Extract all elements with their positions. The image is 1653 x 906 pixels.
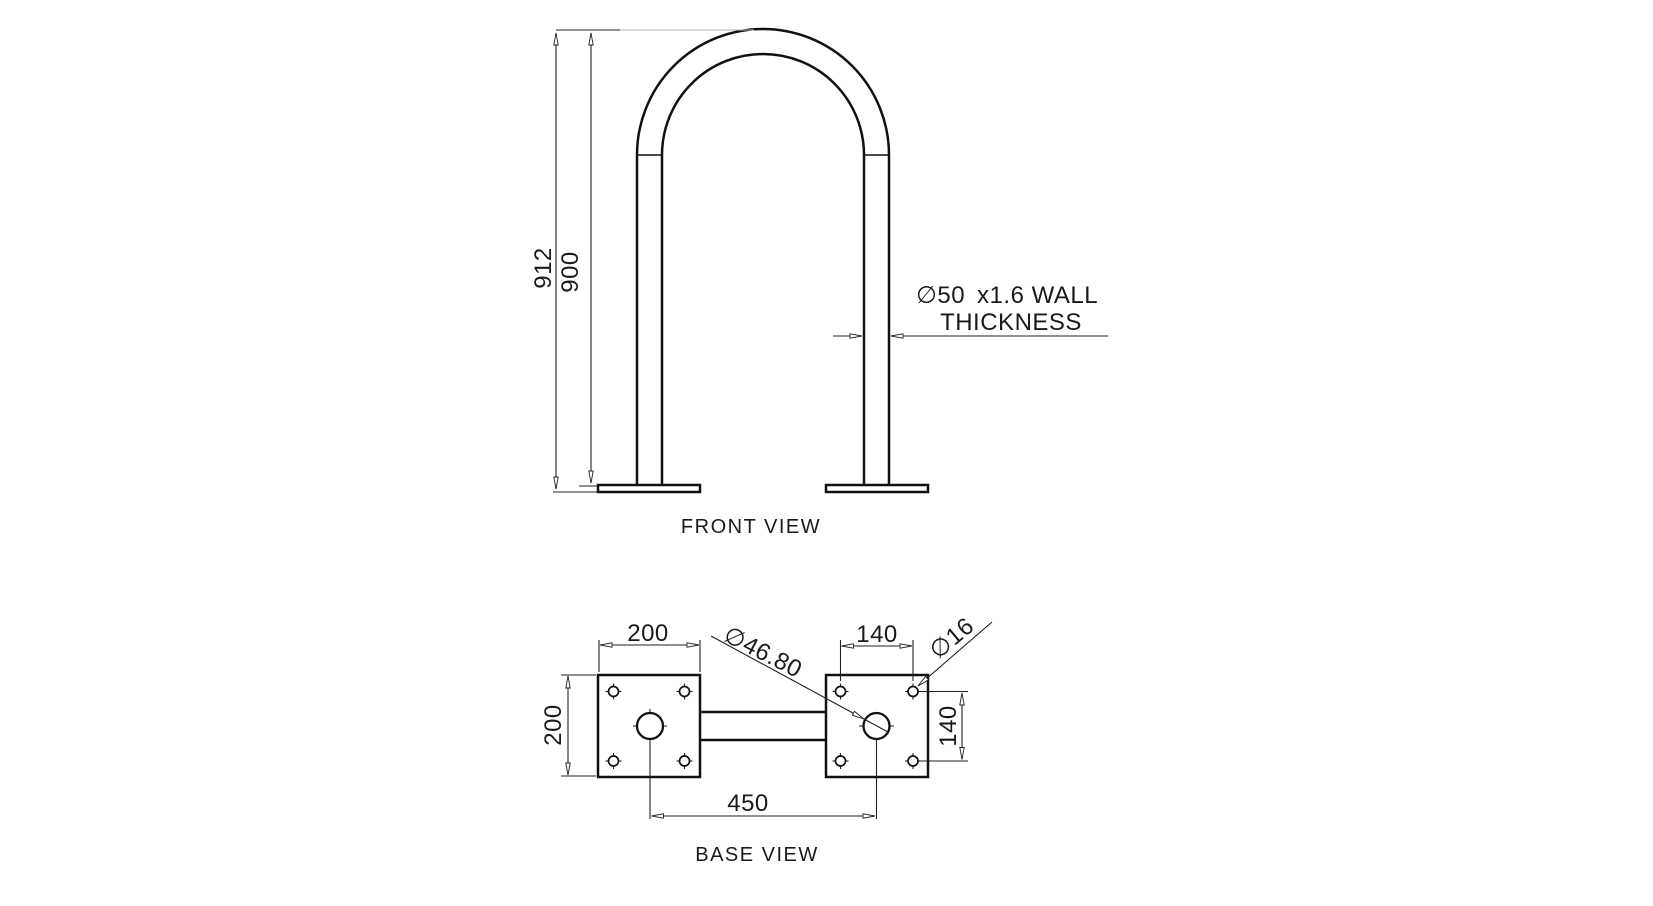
- left-base-plate-profile: [596, 483, 702, 494]
- dim-text-plate-width: 200: [627, 620, 669, 647]
- hoop-tube-outline: [635, 27, 891, 485]
- dim-text-overall-height: 912: [530, 247, 557, 289]
- bolt-spacing-y-dimension: 140: [921, 690, 968, 762]
- front-view: 912 900 ∅50 x1.6 WALL THICKNESS FRONT VIE…: [530, 27, 1108, 538]
- bolt-spacing-x-dimension: 140: [839, 621, 914, 681]
- leader-line: [710, 635, 865, 720]
- dim-text-tube-height: 900: [557, 251, 584, 293]
- leader-line-tail: [863, 718, 889, 733]
- dim-text-tube-od: ∅46.80: [719, 621, 806, 683]
- dim-text-bolt-spacing-y: 140: [935, 705, 962, 747]
- plate-width-dimension: 200: [598, 620, 701, 672]
- leader-line: [917, 621, 993, 687]
- base-view-label: BASE VIEW: [695, 844, 819, 866]
- right-base-plate-profile: [824, 483, 930, 494]
- leg-centre-distance-dimension: 450: [651, 790, 876, 819]
- dim-text-bolt-spacing-x: 140: [856, 621, 898, 648]
- tube-note-wall: x1.6 WALL: [977, 282, 1098, 309]
- dim-text-leg-centre-distance: 450: [727, 790, 769, 817]
- tube-note-dia: ∅50: [916, 282, 965, 309]
- tube-note: ∅50 x1.6 WALL THICKNESS: [833, 282, 1108, 339]
- left-tube-cross-section: [635, 711, 665, 741]
- plate-depth-dimension: 200: [540, 674, 596, 777]
- dim-text-plate-depth: 200: [540, 704, 567, 746]
- tube-note-text-line1: ∅50 x1.6 WALL: [916, 282, 1098, 309]
- front-view-label: FRONT VIEW: [681, 516, 821, 538]
- tube-note-text-line2: THICKNESS: [940, 309, 1082, 336]
- tube-outer-arc: [635, 27, 891, 156]
- base-view: 200 200 140 140 450: [540, 612, 993, 866]
- tube-inner-arc: [660, 52, 866, 156]
- height-dimensions: 912 900: [530, 29, 754, 493]
